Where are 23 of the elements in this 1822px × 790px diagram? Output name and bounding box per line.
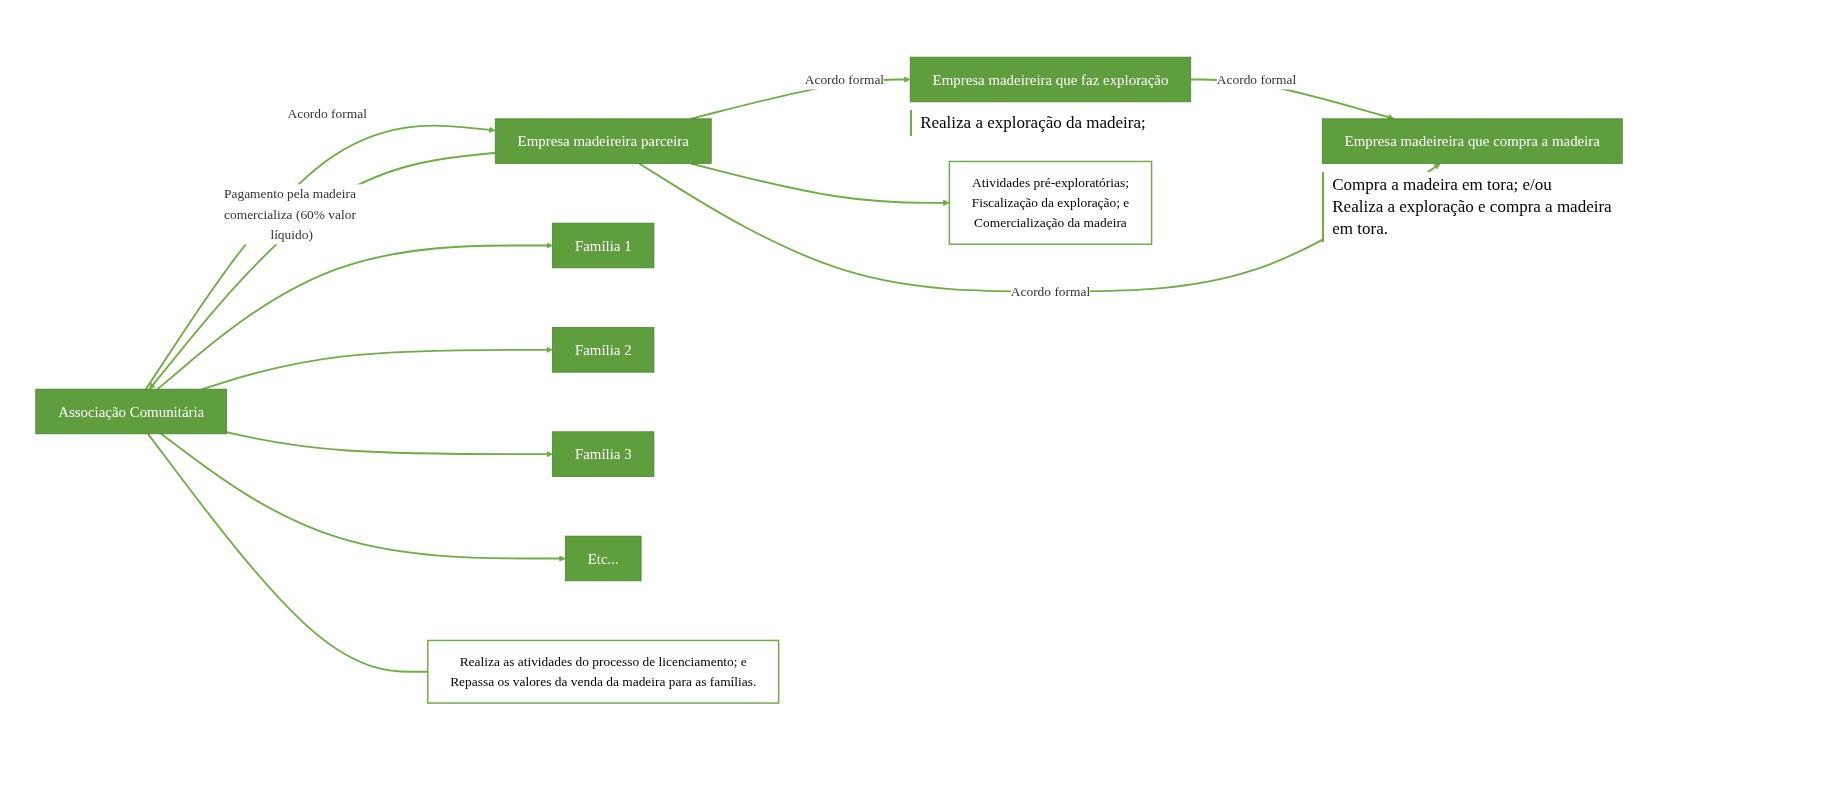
- edge-label: Acordo formal: [1010, 283, 1091, 299]
- node-box: Realiza as atividades do processo de licenciamento; e Repassa os valores da venda da madeira para as famílias.: [427, 639, 780, 704]
- node-box: Empresa madeireira que faz exploração: [909, 56, 1192, 103]
- note-text: Realiza a exploração e compra a madeira em tora.: [1332, 195, 1613, 240]
- edge-label: Acordo formal: [287, 105, 367, 121]
- note-text: Compra a madeira em tora; e/ou: [1332, 173, 1553, 196]
- node-box: Família 1: [552, 222, 655, 269]
- node-box: Empresa madeireira que compra a madeira: [1321, 118, 1623, 164]
- arrow: [156, 242, 553, 391]
- edge-label: Pagamento pela madeira comercializa (60% valor líquido): [224, 186, 356, 242]
- arrow: [225, 431, 553, 458]
- arrow: [201, 346, 553, 391]
- node-box: Associação Comunitária: [35, 388, 227, 435]
- node-box: Atividades pré-exploratórias; Fiscalização da exploração; e Comercialização da madeira: [948, 160, 1153, 245]
- note-text: Realiza a exploração da madeira;: [920, 111, 1146, 134]
- arrow: [689, 162, 950, 207]
- node-box: Etc...: [565, 535, 642, 582]
- edge-label: Acordo formal: [1216, 71, 1297, 87]
- node-box: Empresa madeireira parceira: [494, 118, 712, 164]
- node-box: Família 2: [552, 327, 655, 373]
- arrow: [160, 432, 566, 562]
- node-box: Família 3: [552, 431, 655, 477]
- edge-label: Acordo formal: [804, 71, 885, 87]
